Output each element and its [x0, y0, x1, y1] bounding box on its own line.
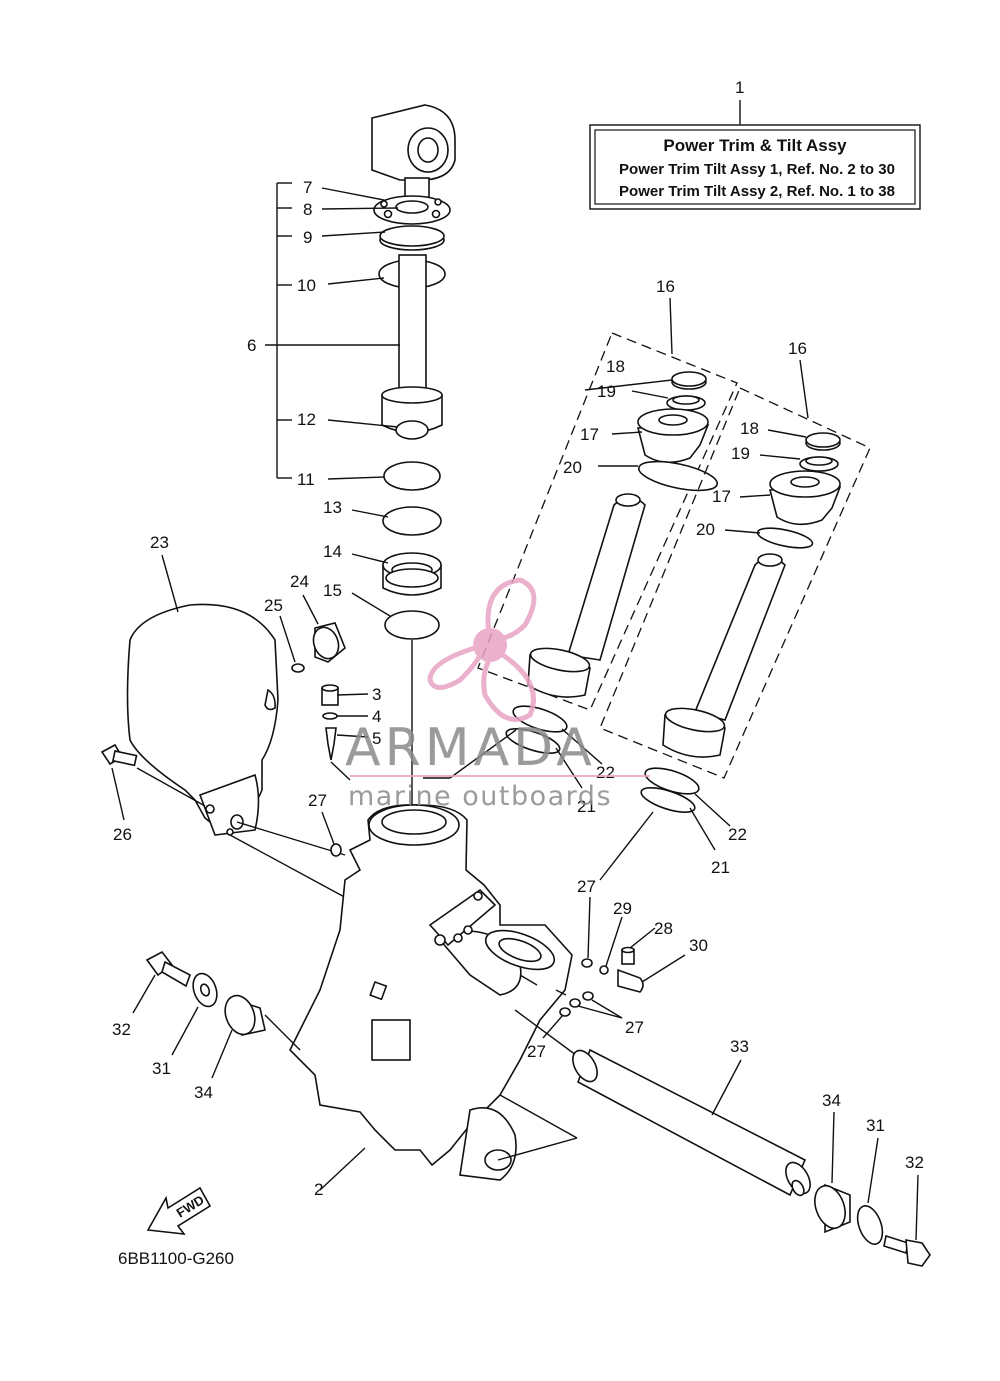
- callout-3: 3: [372, 685, 381, 704]
- callout-2: 2: [314, 1180, 323, 1199]
- callout-18-right: 18: [740, 419, 759, 438]
- callout-4: 4: [372, 707, 381, 726]
- callout-32-left: 32: [112, 1020, 131, 1039]
- callout-16-right: 16: [788, 339, 807, 358]
- motor-23: [126, 554, 351, 901]
- callout-30: 30: [689, 936, 708, 955]
- callout-21-left: 21: [577, 797, 596, 816]
- callout-17-right: 17: [712, 487, 731, 506]
- tilt-cylinder-rod: [371, 104, 456, 820]
- callout-18-left: 18: [606, 357, 625, 376]
- callout-15: 15: [323, 581, 342, 600]
- callout-numbers: 1 7 8 9 10 6 12 11 13 14 15 23 24 25 3 4…: [112, 78, 924, 1199]
- callout-19-right: 19: [731, 444, 750, 463]
- callout-34-left: 34: [194, 1083, 213, 1102]
- callout-11: 11: [297, 470, 315, 489]
- callout-31-right: 31: [866, 1116, 885, 1135]
- forward-arrow: FWD: [146, 1186, 212, 1235]
- pump-body-2: [289, 803, 581, 1191]
- title-box-heading: Power Trim & Tilt Assy: [663, 136, 847, 155]
- watermark: ARMADA marine outboards: [345, 577, 650, 812]
- callout-22-right: 22: [728, 825, 747, 844]
- callout-23: 23: [150, 533, 169, 552]
- callout-17-left: 17: [580, 425, 599, 444]
- diagram-code: 6BB1100-G260: [118, 1249, 234, 1268]
- callout-14: 14: [323, 542, 342, 561]
- bolt-26: [100, 743, 206, 821]
- callout-6: 6: [247, 336, 256, 355]
- callout-24: 24: [290, 572, 309, 591]
- callout-33: 33: [730, 1037, 749, 1056]
- callout-9: 9: [303, 228, 312, 247]
- callout-8: 8: [303, 200, 312, 219]
- callout-27-right: 27: [577, 877, 596, 896]
- callout-26: 26: [113, 825, 132, 844]
- callout-27-lower: 27: [527, 1042, 546, 1061]
- callout-27-upper-left: 27: [308, 791, 327, 810]
- callout-12: 12: [297, 410, 316, 429]
- callout-20-right: 20: [696, 520, 715, 539]
- callout-13: 13: [323, 498, 342, 517]
- callout-27-lower-right: 27: [625, 1018, 644, 1037]
- seal-rings-21-22: [423, 705, 731, 881]
- callout-34-right: 34: [822, 1091, 841, 1110]
- title-box-line-assy-2: Power Trim Tilt Assy 2, Ref. No. 1 to 38: [619, 183, 895, 200]
- callout-5: 5: [372, 729, 381, 748]
- callout-7: 7: [303, 178, 312, 197]
- callout-21-right: 21: [711, 858, 730, 877]
- watermark-tagline: marine outboards: [348, 781, 612, 812]
- small-parts-27-30: [321, 811, 686, 1039]
- propeller-logo: [427, 577, 537, 722]
- watermark-name: ARMADA: [345, 718, 596, 778]
- tilt-shaft-33: [132, 950, 931, 1267]
- callout-29: 29: [613, 899, 632, 918]
- title-box: Power Trim & Tilt Assy Power Trim Tilt A…: [589, 100, 921, 210]
- callout-22-left: 22: [596, 763, 615, 782]
- callout-28: 28: [654, 919, 673, 938]
- callout-20-left: 20: [563, 458, 582, 477]
- callout-32-right: 32: [905, 1153, 924, 1172]
- title-box-line-assy-1: Power Trim Tilt Assy 1, Ref. No. 2 to 30: [619, 161, 895, 178]
- group-bracket-6: [265, 182, 400, 617]
- manual-valve-set-right: [599, 359, 871, 779]
- callout-1: 1: [735, 78, 744, 97]
- callout-16-left: 16: [656, 277, 675, 296]
- callout-19-left: 19: [597, 382, 616, 401]
- callout-10: 10: [297, 276, 316, 295]
- callout-25: 25: [264, 596, 283, 615]
- callout-31-left: 31: [152, 1059, 171, 1078]
- small-parts-24-25-3-4-5: [279, 594, 369, 781]
